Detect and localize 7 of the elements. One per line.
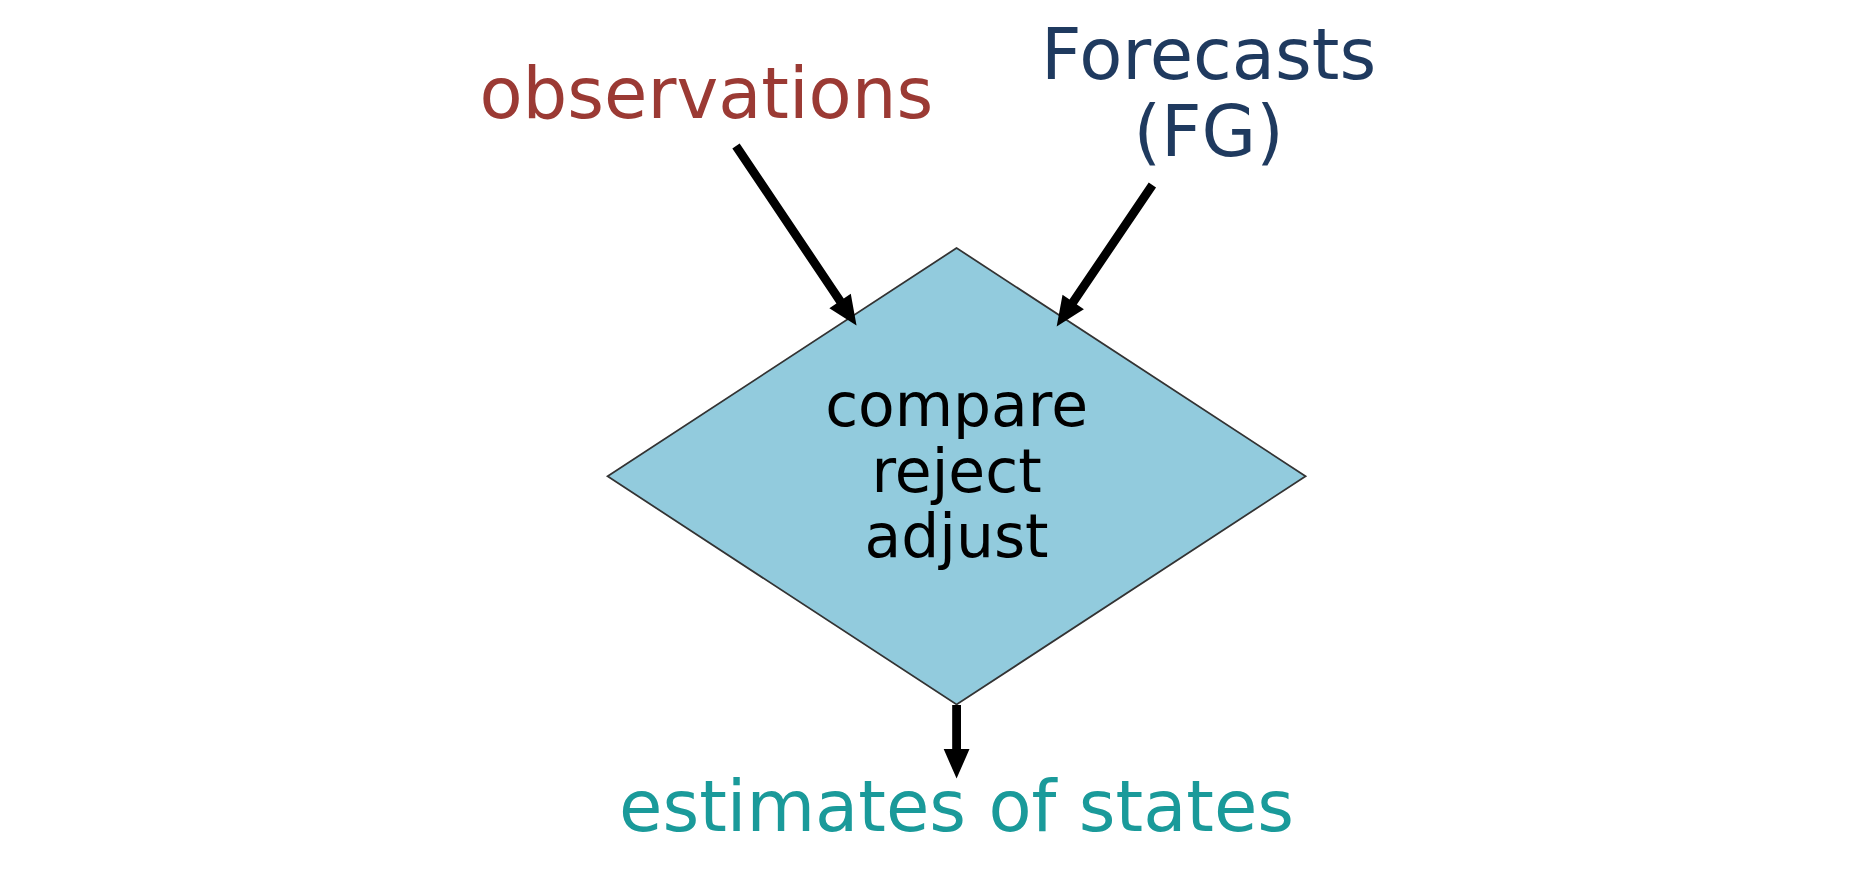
arrow (943, 705, 970, 779)
node-diamond: compare reject adjust (606, 246, 1308, 706)
node-text: Forecasts (FG) (1041, 13, 1377, 174)
arrow (1056, 182, 1157, 327)
arrow (732, 143, 857, 326)
node-text: estimates of states (619, 766, 1295, 849)
node-text: observations (479, 52, 934, 135)
